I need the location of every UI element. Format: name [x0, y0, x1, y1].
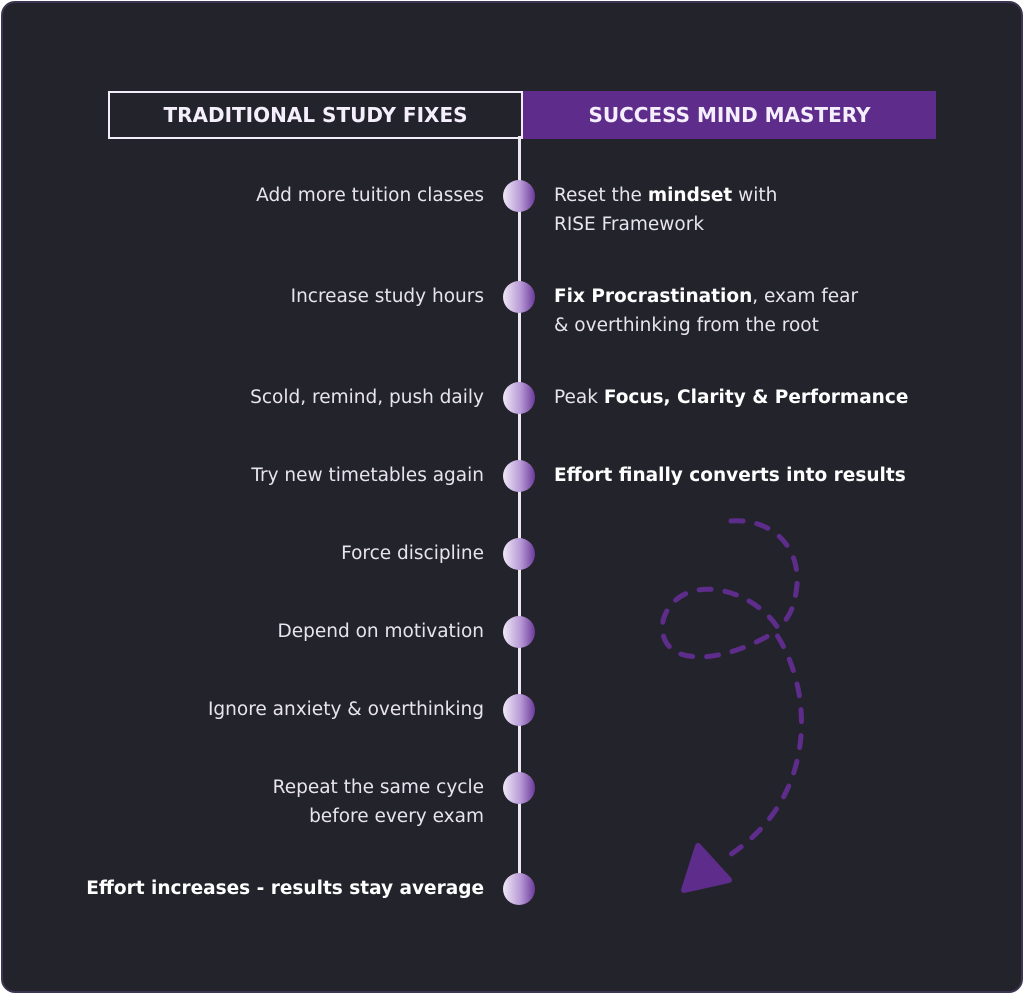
timeline-dot [503, 772, 535, 804]
traditional-item: Increase study hours [290, 286, 484, 307]
traditional-item: Depend on motivation [277, 621, 484, 642]
success-item: Effort finally converts into results [554, 461, 906, 490]
success-item: Reset the mindset with RISE Framework [554, 181, 777, 239]
success-item: Fix Procrastination, exam fear & overthi… [554, 282, 858, 340]
text: Reset the [554, 185, 648, 206]
traditional-outcome: Effort increases - results stay average [86, 878, 484, 899]
timeline-line [518, 136, 521, 891]
text: with [732, 185, 778, 206]
timeline-dot [503, 538, 535, 570]
emphasis: Fix Procrastination [554, 286, 753, 307]
success-item: Peak Focus, Clarity & Performance [554, 383, 908, 412]
timeline-dot [503, 382, 535, 414]
emphasis: Effort finally converts into results [554, 465, 906, 486]
traditional-item: Add more tuition classes [256, 185, 484, 206]
traditional-item: before every exam [309, 806, 484, 827]
timeline-dot [503, 616, 535, 648]
timeline-dot [503, 873, 535, 905]
traditional-item: Repeat the same cycle [272, 777, 484, 798]
emphasis: Focus, Clarity & Performance [603, 387, 909, 408]
text: & overthinking from the root [554, 315, 819, 336]
text: , exam fear [752, 286, 859, 307]
emphasis: mindset [647, 185, 733, 206]
timeline-dot [503, 460, 535, 492]
traditional-item: Ignore anxiety & overthinking [207, 699, 484, 720]
text: Peak [554, 387, 604, 408]
timeline-dot [503, 694, 535, 726]
traditional-item: Scold, remind, push daily [250, 387, 484, 408]
traditional-item: Try new timetables again [251, 465, 484, 486]
timeline-dot [503, 180, 535, 212]
text: RISE Framework [554, 214, 705, 235]
timeline-dot [503, 281, 535, 313]
success-header: SUCCESS MIND MASTERY [523, 91, 936, 139]
traditional-item: Force discipline [341, 543, 484, 564]
traditional-header: TRADITIONAL STUDY FIXES [108, 91, 523, 139]
